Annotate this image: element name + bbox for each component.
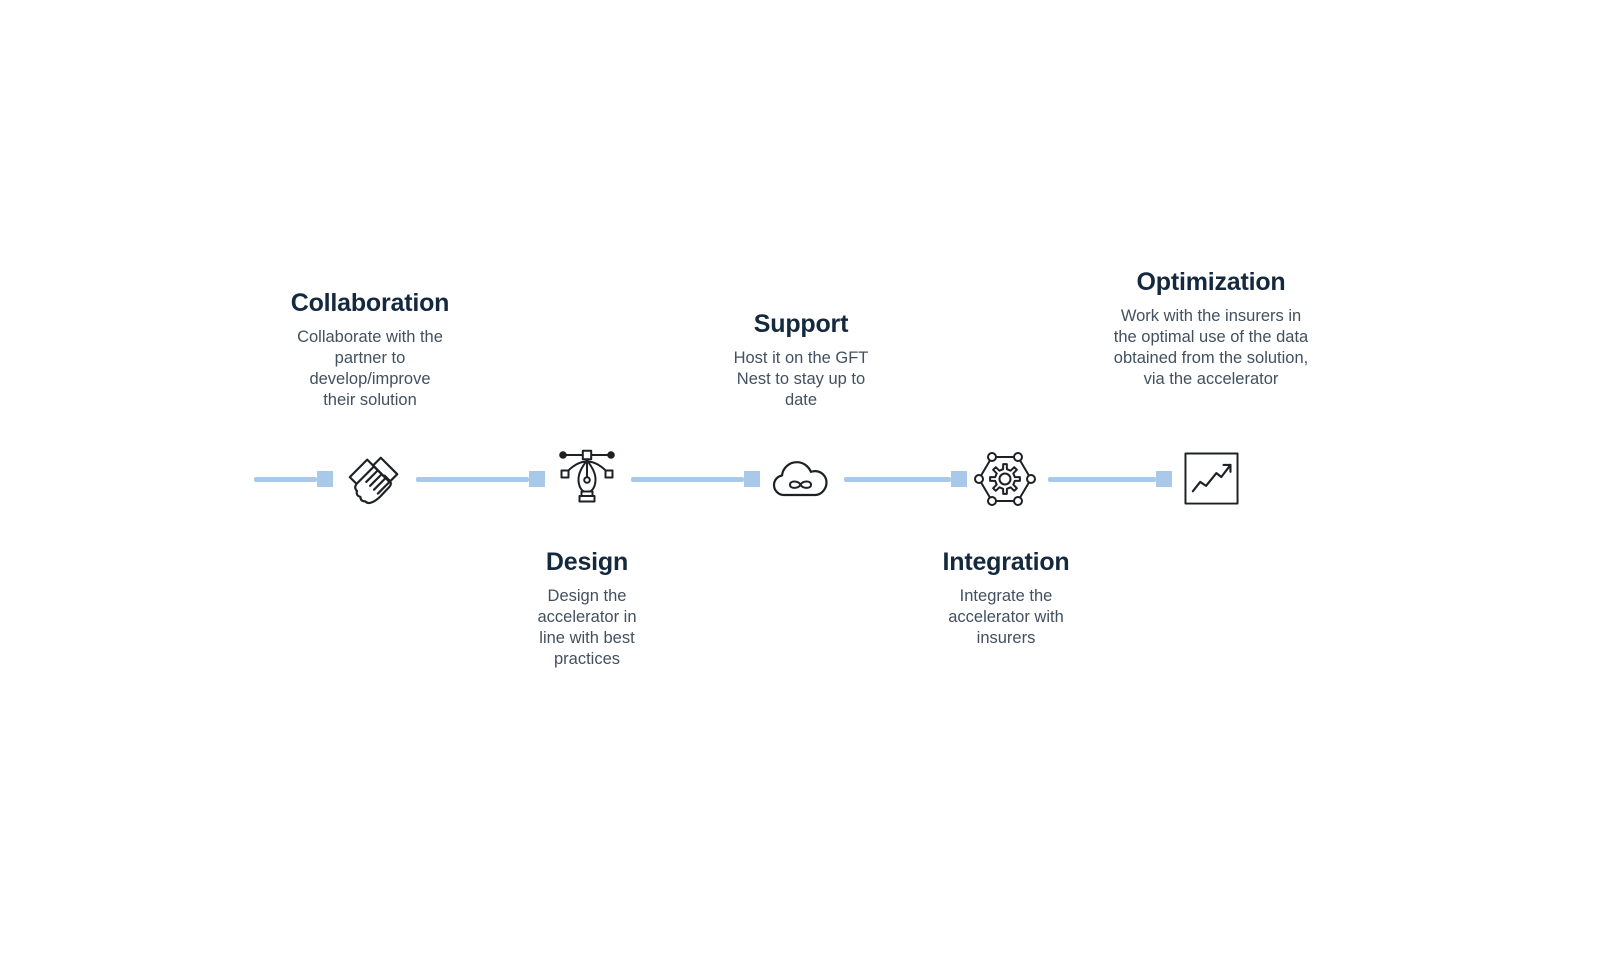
- stage-description: Design the accelerator in line with best…: [537, 587, 637, 668]
- stage-label-collaboration: Collaboration Collaborate with the partn…: [291, 288, 450, 411]
- connector-node: [744, 471, 760, 487]
- stage-label-support: Support Host it on the GFT Nest to stay …: [731, 309, 871, 411]
- stage-title: Optimization: [1136, 268, 1286, 296]
- connector-line: [254, 477, 317, 482]
- stage-description: Work with the insurers in the optimal us…: [1113, 307, 1309, 388]
- stage-label-optimization: Optimization Work with the insurers in t…: [1108, 267, 1314, 390]
- connector-line: [416, 477, 529, 482]
- stage-label-integration: Integration Integrate the accelerator wi…: [934, 547, 1078, 649]
- stage-title: Collaboration: [290, 289, 450, 317]
- gear-network-icon: [973, 447, 1037, 511]
- stage-title: Integration: [942, 548, 1070, 576]
- cloud-sync-icon: [770, 454, 832, 504]
- handshake-icon: [343, 448, 405, 512]
- connector-node: [1156, 471, 1172, 487]
- stage-title: Design: [545, 548, 629, 576]
- stage-description: Host it on the GFT Nest to stay up to da…: [733, 349, 869, 409]
- growth-chart-icon: [1183, 451, 1240, 506]
- stage-label-design: Design Design the accelerator in line wi…: [525, 547, 649, 670]
- connector-line: [844, 477, 951, 482]
- connector-node: [317, 471, 333, 487]
- pen-tool-icon: [555, 446, 619, 510]
- connector-node: [529, 471, 545, 487]
- connector-line: [631, 477, 744, 482]
- connector-line: [1048, 477, 1156, 482]
- connector-node: [951, 471, 967, 487]
- stage-description: Collaborate with the partner to develop/…: [297, 328, 443, 409]
- stage-title: Support: [753, 310, 849, 338]
- stage-description: Integrate the accelerator with insurers: [948, 587, 1064, 647]
